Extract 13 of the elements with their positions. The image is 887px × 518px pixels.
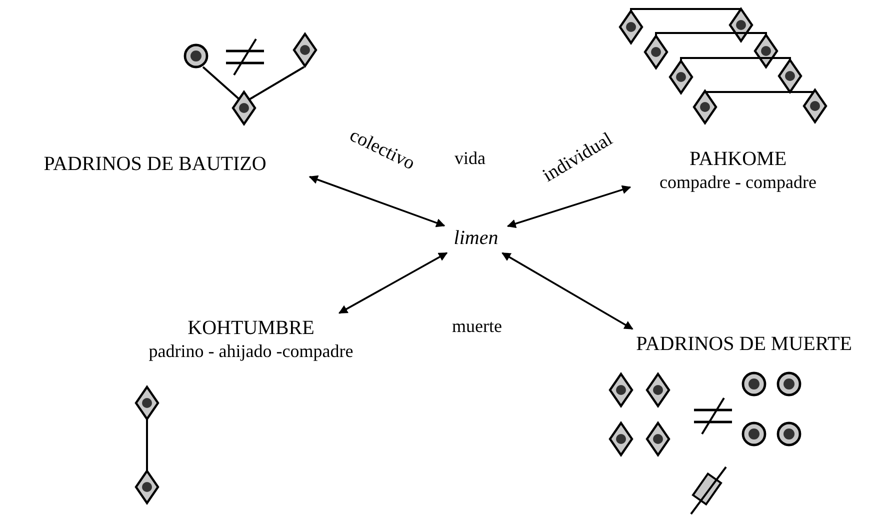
annotation-text: vida (454, 147, 486, 169)
node-subtitle: padrino - ahijado -compadre (148, 340, 354, 362)
node-title: PADRINOS DE BAUTIZO (44, 152, 266, 176)
annotation-text: muerte (452, 315, 502, 337)
double-arrow (338, 252, 448, 314)
node-subtitle: compadre - compadre (660, 171, 816, 193)
double-arrow (506, 185, 632, 228)
double-arrow (502, 252, 634, 330)
double-arrow (308, 175, 446, 228)
node-title: PAHKOME (689, 147, 787, 171)
node-title: PADRINOS DE MUERTE (636, 332, 852, 356)
node-title: limen (454, 226, 498, 250)
node-title: KOHTUMBRE (188, 316, 314, 340)
